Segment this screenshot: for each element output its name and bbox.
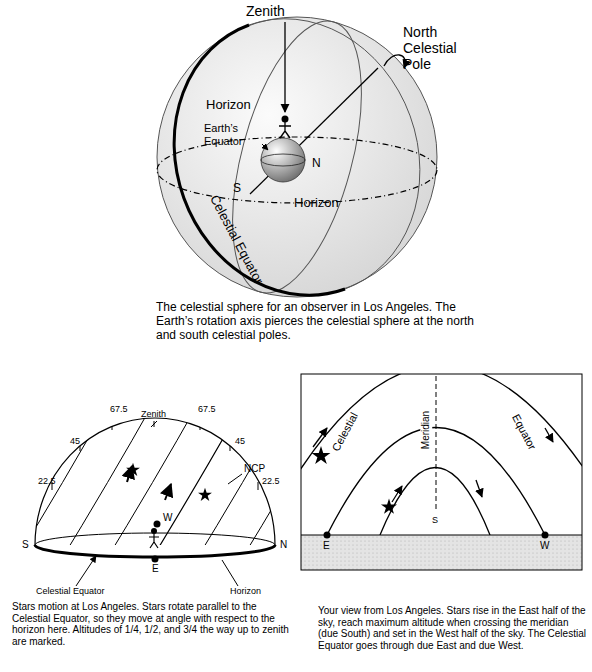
label: 45: [70, 436, 80, 446]
star-track: [145, 400, 245, 570]
label: 45: [235, 436, 245, 446]
caption: The celestial sphere for an observer in …: [156, 301, 486, 342]
star: [198, 488, 212, 501]
sky-view: [300, 365, 585, 570]
caption: North Celestial Pole: [403, 24, 475, 72]
label: W: [163, 512, 172, 524]
label: W: [540, 540, 549, 552]
label: E: [323, 540, 330, 552]
label: Equator: [509, 412, 538, 452]
caption: Your view from Los Angeles. Stars rise i…: [318, 605, 586, 651]
star: [381, 499, 397, 514]
label: S: [233, 182, 241, 196]
star-track: [100, 400, 200, 570]
label: Zenith: [141, 409, 166, 419]
label: Horizon: [294, 196, 339, 211]
label: 22.5: [38, 476, 56, 486]
label: Zenith: [246, 3, 285, 19]
label: 22.5: [262, 476, 280, 486]
label: N: [280, 539, 287, 551]
label: Horizon: [206, 98, 251, 113]
label: N: [312, 157, 321, 171]
stars: [126, 446, 397, 514]
star: [126, 463, 140, 476]
label: NCP: [244, 463, 265, 475]
label: Horizon: [230, 586, 261, 596]
label: E: [152, 563, 159, 575]
sky-dome: [10, 400, 335, 586]
caption: Stars motion at Los Angeles. Stars rotat…: [12, 601, 294, 647]
star-track: [55, 400, 155, 570]
label: S: [22, 539, 29, 551]
star-track: [10, 400, 110, 570]
label: Celestial: [330, 410, 361, 453]
celestial-sphere: [157, 8, 437, 307]
label: 67.5: [110, 404, 128, 414]
label: S: [432, 515, 438, 525]
label: Celestial Equator: [36, 586, 105, 596]
caption: Earth’s Equator: [204, 122, 262, 147]
label: Meridian: [420, 409, 432, 451]
star: [312, 446, 331, 464]
label: 67.5: [198, 404, 216, 414]
